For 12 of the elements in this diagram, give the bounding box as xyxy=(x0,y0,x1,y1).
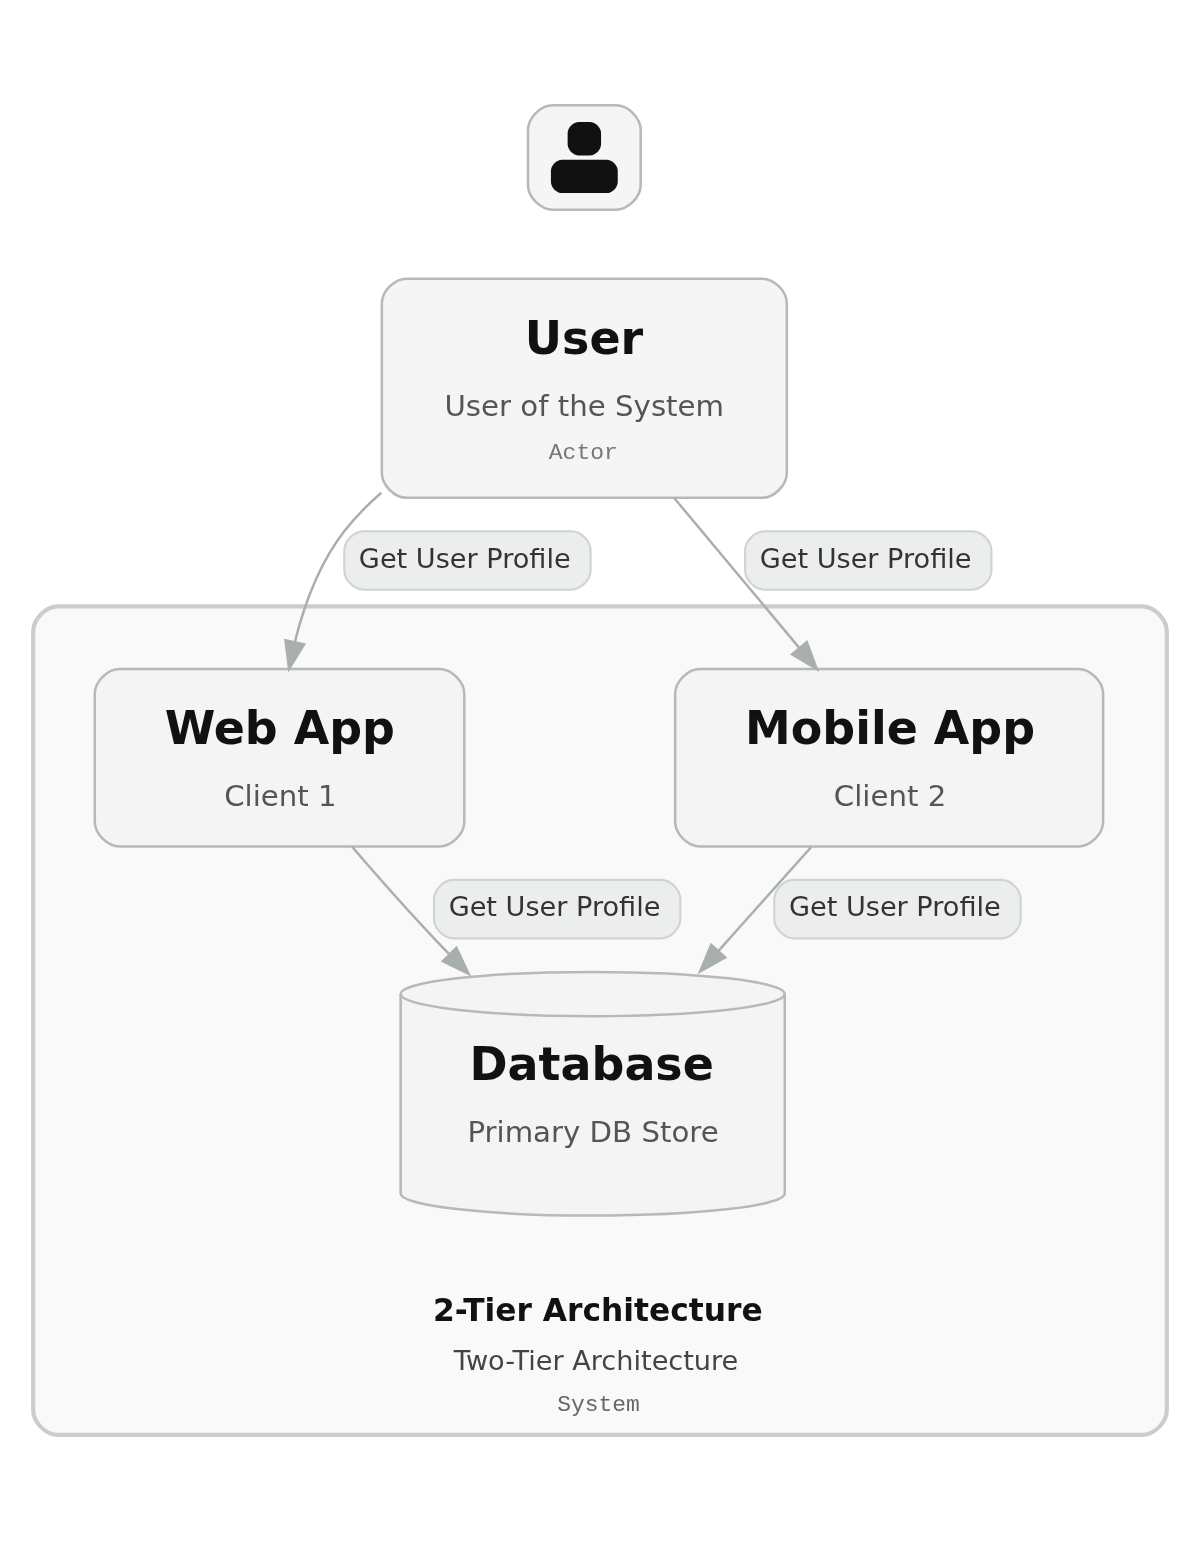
arrow xyxy=(284,491,383,672)
edge-label: Get User Profile xyxy=(448,890,661,922)
arrow xyxy=(697,845,813,974)
edge-label: Get User Profile xyxy=(759,542,972,574)
node-box: Mobile App Client 2 xyxy=(673,667,1105,848)
edge-label: Get User Profile xyxy=(788,890,1001,922)
node-box: Web App Client 1 xyxy=(93,667,466,848)
node-person xyxy=(526,103,642,211)
node-box: User User of the System Actor xyxy=(380,276,789,499)
arrow xyxy=(350,845,472,977)
edge-label: Get User Profile xyxy=(358,542,571,574)
arrow xyxy=(673,496,820,672)
